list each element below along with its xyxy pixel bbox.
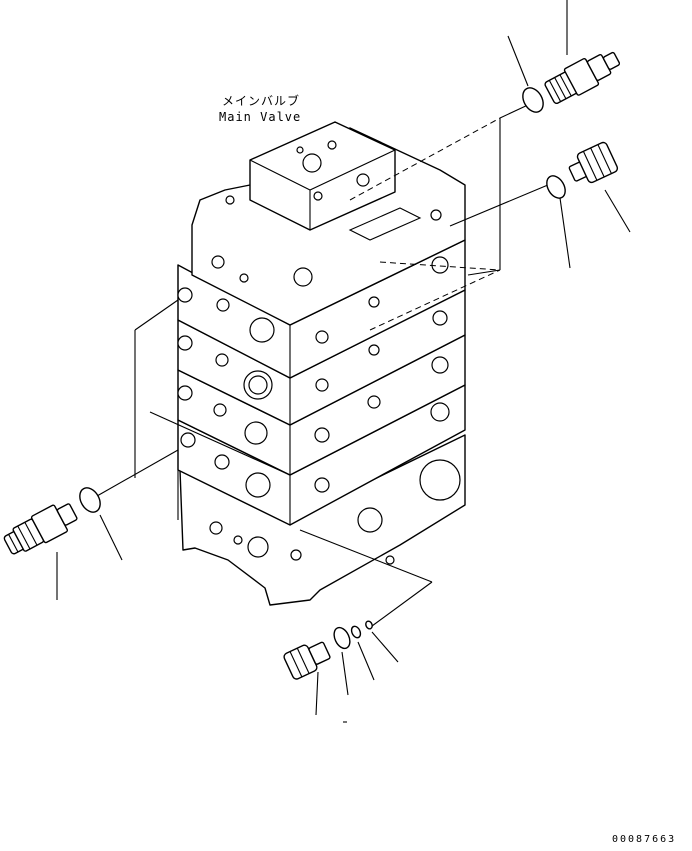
plug-middle-right — [568, 141, 619, 184]
o-ring-middle-right — [546, 175, 566, 199]
main-valve-block — [177, 121, 466, 606]
valve-top-cover — [249, 121, 396, 231]
relief-valve-top-right — [544, 51, 621, 105]
relief-valve-left — [3, 503, 78, 555]
o-ring-left — [79, 487, 101, 513]
o-ring-bottom-large — [333, 626, 351, 650]
assembly-guide-lines — [89, 103, 556, 627]
o-ring-bottom-medium — [350, 625, 362, 639]
drawing-code: 00087663 — [612, 834, 677, 845]
component-label-english: Main Valve — [219, 110, 302, 124]
valve-inlet-section — [191, 127, 466, 326]
o-ring-bottom-small — [365, 620, 373, 630]
plug-bottom — [283, 641, 331, 680]
valve-base-section — [179, 434, 466, 606]
valve-ports — [177, 140, 461, 565]
o-ring-top-right — [522, 87, 544, 113]
component-label-japanese: メインバルブ — [222, 94, 301, 108]
